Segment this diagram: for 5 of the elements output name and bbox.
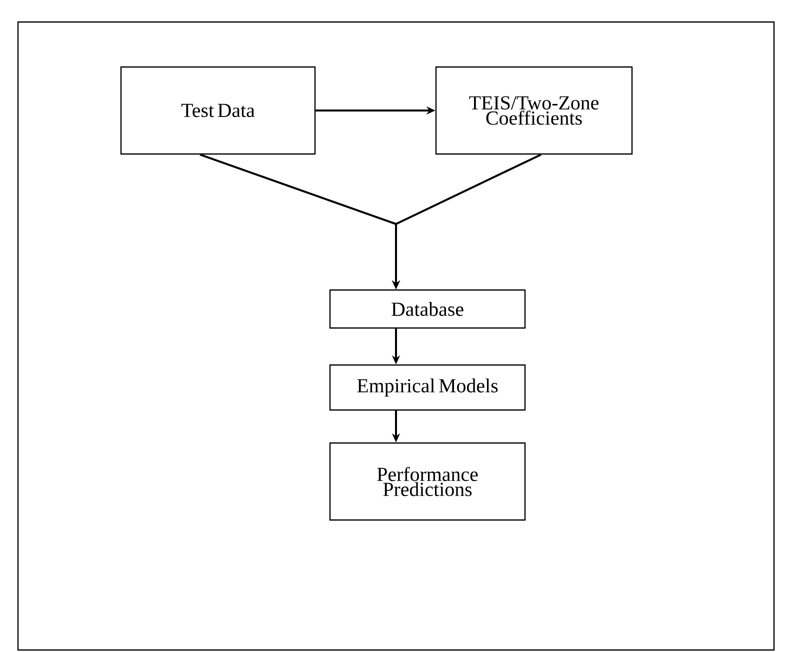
process-box: Database [329, 289, 526, 329]
process-box: TEIS/Two-Zone Coefficients [435, 66, 633, 155]
process-box: Test Data [120, 66, 316, 155]
process-box: Performance Predictions [329, 442, 526, 521]
process-box: Empirical Models [329, 364, 526, 411]
